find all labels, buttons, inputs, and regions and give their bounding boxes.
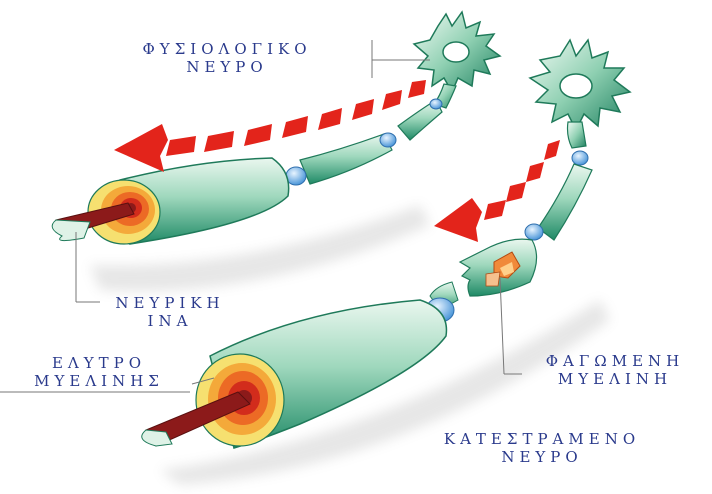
label-damaged-nerve: ΚΑΤΕΣΤΡΑΜΕΝΟ ΝΕΥΡΟ <box>392 430 692 466</box>
label-nerve-fiber-line1: ΝΕΥΡΙΚΗ <box>100 294 240 312</box>
label-normal-nerve-line1: ΦΥΣΙΟΛΟΓΙΚΟ <box>84 40 370 58</box>
normal-node-of-ranvier <box>430 99 442 109</box>
normal-node-of-ranvier <box>286 167 306 185</box>
label-eaten-myelin: ΦΑΓΩΜΕΝΗ ΜΥΕΛΙΝΗ <box>522 352 708 388</box>
label-eaten-myelin-line2: ΜΥΕΛΙΝΗ <box>522 370 708 388</box>
normal-myelin-segment <box>300 134 392 184</box>
damaged-myelin-segment <box>538 164 592 240</box>
normal-node-of-ranvier <box>380 133 396 147</box>
label-nerve-fiber: ΝΕΥΡΙΚΗ ΙΝΑ <box>100 294 240 330</box>
label-myelin-sheath-line2: ΜΥΕΛΙΝΗΣ <box>6 372 192 390</box>
label-myelin-sheath-line1: ΕΛΥΤΡΟ <box>6 354 192 372</box>
damaged-node-of-ranvier <box>525 224 543 240</box>
damaged-node-of-ranvier <box>572 151 588 165</box>
label-normal-nerve-line2: ΝΕΥΡΟ <box>84 58 370 76</box>
damaged-neuron-body <box>530 40 630 148</box>
label-normal-nerve: ΦΥΣΙΟΛΟΓΙΚΟ ΝΕΥΡΟ <box>84 40 370 76</box>
label-eaten-myelin-line1: ΦΑΓΩΜΕΝΗ <box>522 352 708 370</box>
label-myelin-sheath: ΕΛΥΤΡΟ ΜΥΕΛΙΝΗΣ <box>6 354 192 390</box>
label-nerve-fiber-line2: ΙΝΑ <box>100 312 240 330</box>
label-damaged-nerve-line1: ΚΑΤΕΣΤΡΑΜΕΝΟ <box>392 430 692 448</box>
label-damaged-nerve-line2: ΝΕΥΡΟ <box>392 448 692 466</box>
